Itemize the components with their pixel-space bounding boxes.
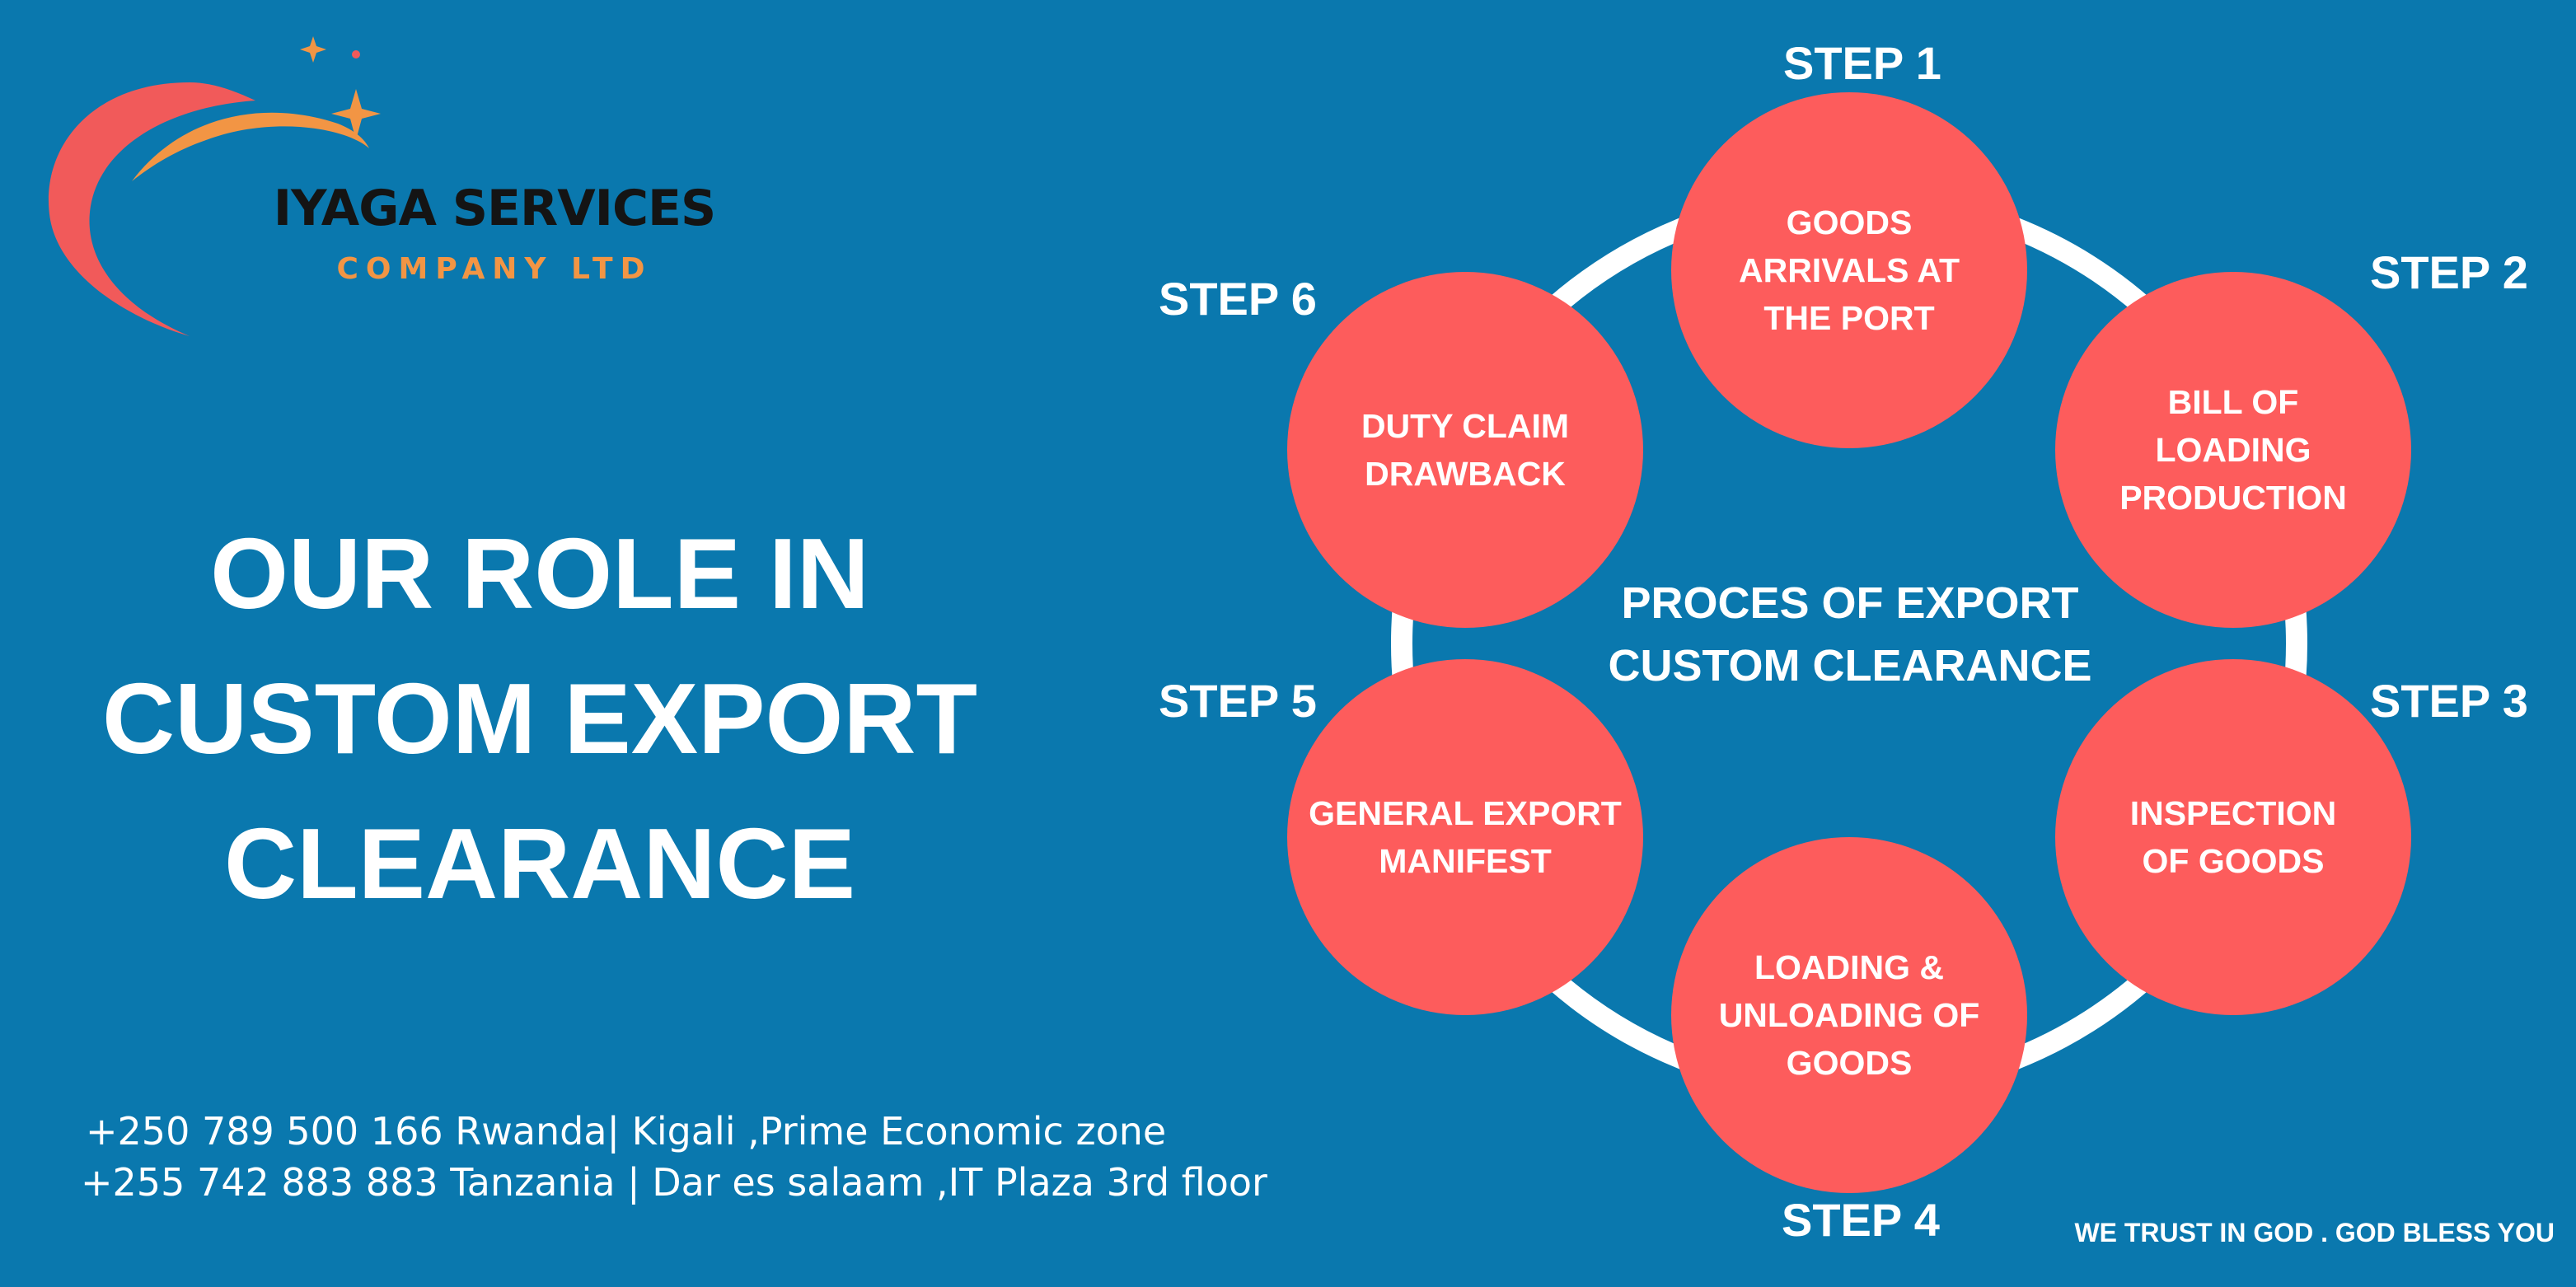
- step-4-text: LOADING & UNLOADING OF GOODS: [1718, 948, 1980, 1082]
- process-title-line-2: CUSTOM CLEARANCE: [1608, 641, 2092, 690]
- company-logo: [48, 36, 381, 336]
- contact-tanzania: +255 742 883 883 Tanzania | Dar es salaa…: [81, 1160, 1267, 1205]
- logo-star-dot: [352, 50, 360, 58]
- process-title-line-1: PROCES OF EXPORT: [1621, 578, 2079, 628]
- step-2-text: BILL OF LOADING PRODUCTION: [2119, 383, 2347, 517]
- logo-orange-swoosh: [132, 112, 369, 181]
- step-5-circle: GENERAL EXPORT MANIFEST: [1287, 659, 1643, 1015]
- step-3-circle: INSPECTION OF GOODS: [2055, 659, 2411, 1015]
- step-3-label: STEP 3: [2370, 675, 2528, 727]
- brand-name: IYAGA SERVICES: [273, 180, 716, 237]
- footer-note: WE TRUST IN GOD . GOD BLESS YOU: [2074, 1218, 2555, 1247]
- process-title: PROCES OF EXPORT CUSTOM CLEARANCE: [1549, 572, 2151, 697]
- step-6-text: DUTY CLAIM DRAWBACK: [1361, 407, 1570, 493]
- step-4-circle: LOADING & UNLOADING OF GOODS: [1671, 837, 2027, 1193]
- step-1-text: GOODS ARRIVALS AT THE PORT: [1738, 204, 1960, 337]
- page-headline: OUR ROLE IN CUSTOM EXPORT CLEARANCE: [41, 501, 1038, 936]
- logo-red-swoosh: [48, 82, 255, 336]
- step-4-label: STEP 4: [1782, 1194, 1940, 1246]
- step-6-circle: DUTY CLAIM DRAWBACK: [1287, 272, 1643, 628]
- brand-subtitle: COMPANY LTD: [336, 252, 653, 286]
- contact-rwanda: +250 789 500 166 Rwanda| Kigali ,Prime E…: [86, 1109, 1167, 1154]
- step-2-circle: BILL OF LOADING PRODUCTION: [2055, 272, 2411, 628]
- headline-line-1: OUR ROLE IN: [210, 517, 869, 629]
- step-5-text: GENERAL EXPORT MANIFEST: [1309, 794, 1622, 880]
- step-1-label: STEP 1: [1783, 37, 1941, 89]
- logo-star-large: [331, 89, 381, 140]
- step-2-label: STEP 2: [2370, 246, 2528, 298]
- step-3-text: INSPECTION OF GOODS: [2129, 794, 2337, 880]
- headline-line-2: CUSTOM EXPORT: [102, 662, 977, 775]
- step-6-label: STEP 6: [1159, 273, 1317, 325]
- headline-line-3: CLEARANCE: [224, 807, 855, 920]
- step-5-label: STEP 5: [1159, 675, 1317, 727]
- step-1-circle: GOODS ARRIVALS AT THE PORT: [1671, 92, 2027, 448]
- logo-star-small: [300, 36, 326, 63]
